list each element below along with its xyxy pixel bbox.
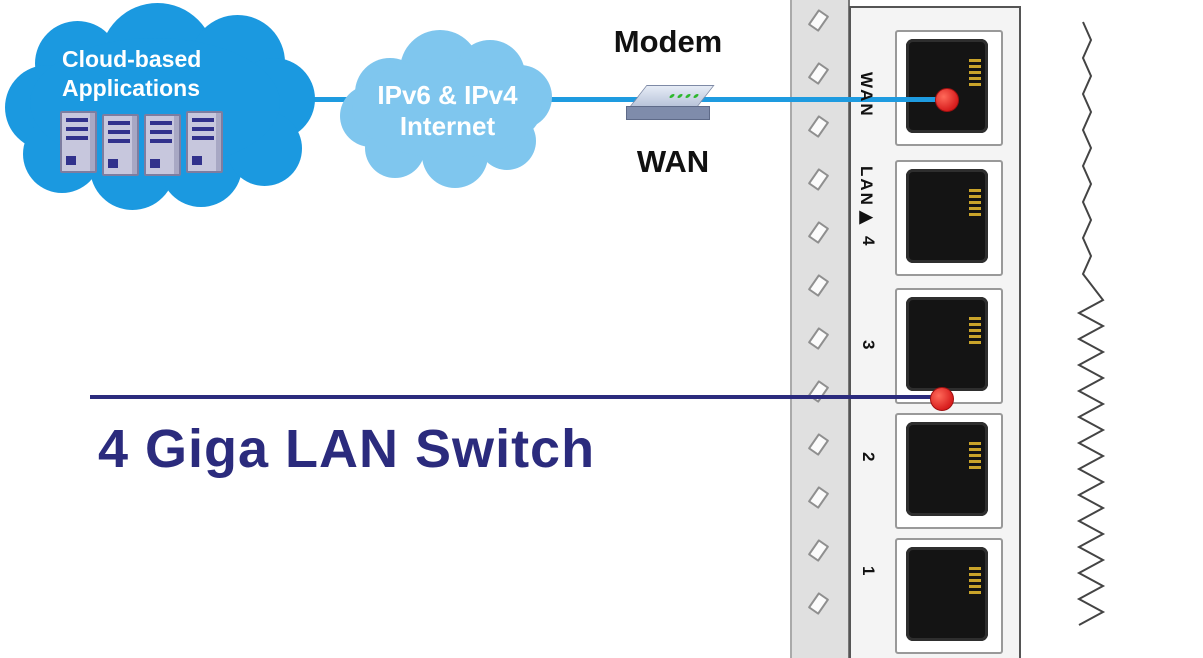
lan-connection-line — [90, 395, 942, 399]
wan-connection-line — [228, 97, 948, 102]
port-1-label: 1 — [859, 566, 878, 578]
wan-port-label: WAN — [857, 72, 876, 118]
port-2-label: 2 — [859, 452, 878, 464]
router-port-panel — [849, 6, 1021, 658]
cloud-puff — [352, 58, 542, 158]
gold-pins — [969, 189, 981, 216]
vent-slot — [807, 220, 830, 245]
modem-icon — [618, 82, 716, 128]
vent-slot — [807, 273, 830, 298]
wan-label: WAN — [636, 144, 710, 179]
rj45-jack — [906, 297, 988, 391]
rj45-jack — [906, 39, 988, 133]
cloud-apps: Cloud-based Applications — [5, 3, 315, 210]
server-icon — [186, 111, 223, 173]
wan-connection-dot — [935, 88, 959, 112]
vent-slot — [807, 485, 830, 510]
server-icon — [60, 111, 97, 173]
vent-slot — [807, 591, 830, 616]
cloud-internet-label-line1: IPv6 & IPv4 — [377, 80, 518, 110]
vent-slot — [807, 326, 830, 351]
gold-pins — [969, 317, 981, 344]
server-icon — [102, 114, 139, 176]
modem-front-face — [626, 106, 710, 120]
vent-slot — [807, 432, 830, 457]
rj45-jack — [906, 169, 988, 263]
jagged-edge — [1076, 21, 1106, 626]
vent-slot — [807, 379, 830, 404]
port-4-label: 4 — [859, 236, 878, 248]
lan-port-1 — [895, 538, 1003, 654]
cloud-internet-label: IPv6 & IPv4 Internet — [340, 80, 555, 142]
vent-slot — [807, 8, 830, 33]
gold-pins — [969, 442, 981, 469]
cloud-apps-label: Cloud-based Applications — [62, 45, 201, 103]
gold-pins — [969, 59, 981, 86]
lan-connection-dot — [930, 387, 954, 411]
lan-group-label: LAN▶ — [857, 166, 876, 229]
lan-port-2 — [895, 413, 1003, 529]
cloud-internet: IPv6 & IPv4 Internet — [340, 30, 555, 190]
rj45-jack — [906, 422, 988, 516]
vent-slot — [807, 114, 830, 139]
cloud-apps-label-line2: Applications — [62, 74, 201, 101]
lan-switch-title: 4 Giga LAN Switch — [98, 419, 596, 479]
modem-led-lights — [668, 94, 700, 98]
vent-slot — [807, 167, 830, 192]
port-3-label: 3 — [859, 340, 878, 352]
gold-pins — [969, 567, 981, 594]
server-icon — [144, 114, 181, 176]
cloud-internet-label-line2: Internet — [399, 111, 496, 142]
vent-slot — [807, 61, 830, 86]
lan-port-4 — [895, 160, 1003, 276]
cloud-apps-label-line1: Cloud-based — [62, 46, 202, 72]
rj45-jack — [906, 547, 988, 641]
lan-port-3 — [895, 288, 1003, 404]
modem-label: Modem — [613, 24, 723, 59]
vent-slot — [807, 538, 830, 563]
